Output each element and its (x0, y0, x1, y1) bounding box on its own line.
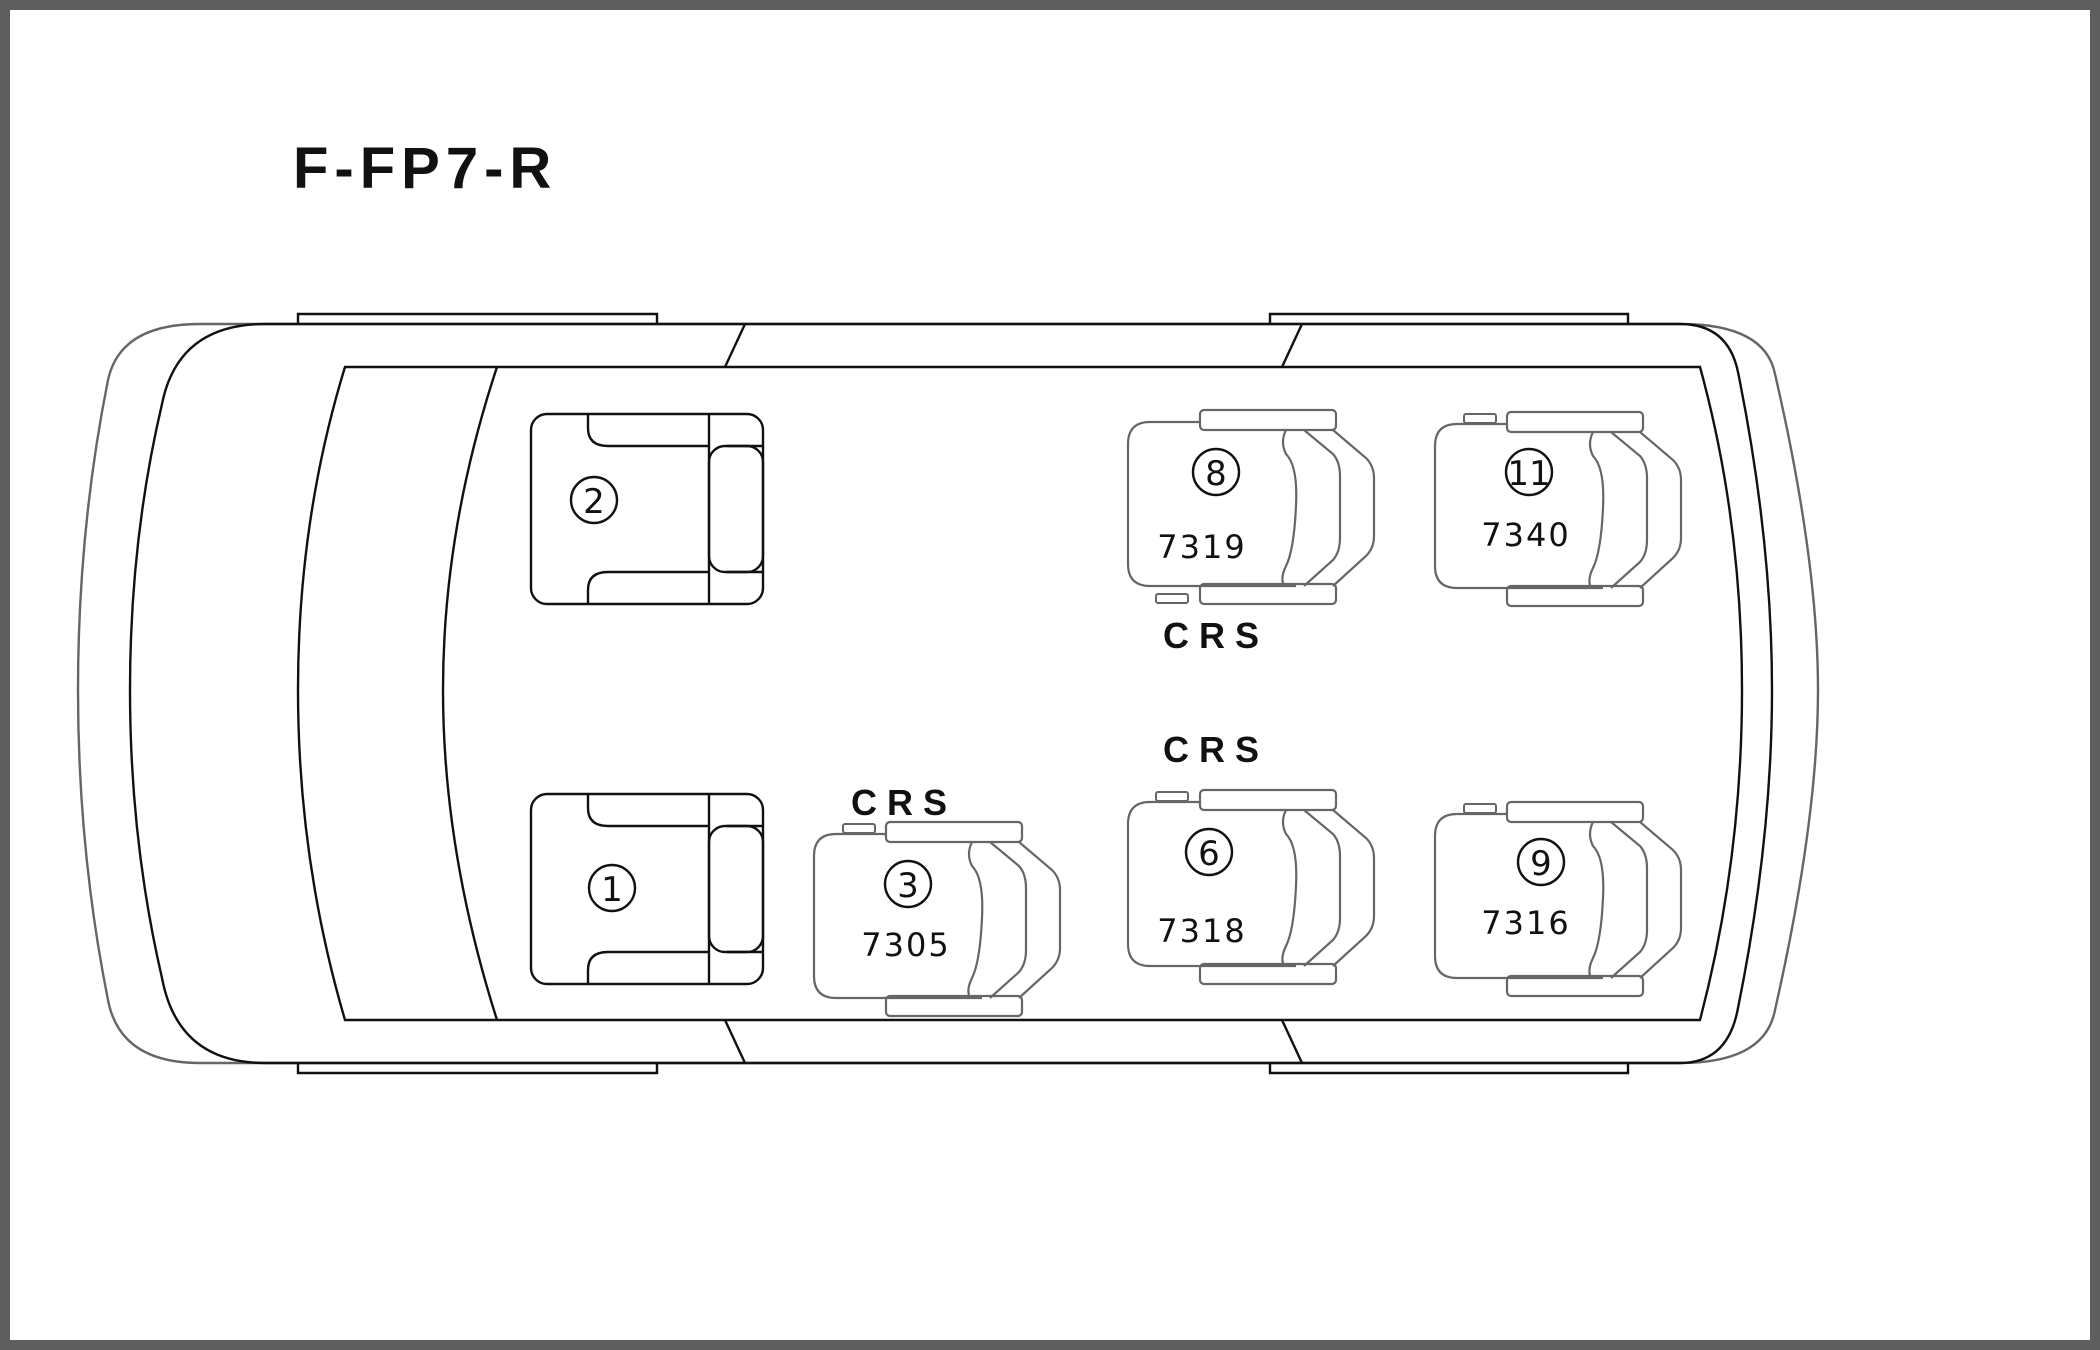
seat-number-circle (587, 863, 637, 913)
seat-number: 6 (1198, 834, 1220, 874)
seat-number-circle (1504, 447, 1554, 497)
seat-number: 1 (601, 870, 623, 910)
crs-label: CRS (851, 782, 957, 823)
driver-seat: 2 (529, 412, 765, 606)
seat-code: 7319 (1157, 528, 1246, 566)
door-seams (723, 323, 1304, 1064)
crs-label: CRS (1163, 615, 1269, 656)
dashboard-line (441, 366, 499, 1021)
seat-number-circle (1184, 827, 1234, 877)
passenger-seat-11: 11 7340 (1433, 410, 1683, 608)
front-left-step (296, 312, 659, 324)
passenger-seat-8: 8 7319 (1126, 408, 1376, 606)
seat-number-circle (1516, 837, 1566, 887)
seat-number: 3 (897, 866, 919, 906)
seat-code: 7318 (1157, 912, 1246, 950)
front-passenger-seat: 1 (529, 792, 765, 986)
passenger-seat-6: 6 7318 (1126, 788, 1376, 986)
seat-number: 8 (1205, 454, 1227, 494)
passenger-seat-3: 3 7305 (812, 820, 1062, 1018)
seat-code: 7305 (861, 926, 950, 964)
interior-floor (296, 365, 1744, 1022)
seat-number-circle (1191, 447, 1241, 497)
seat-number: 2 (583, 482, 605, 522)
seat-number-circle (883, 859, 933, 909)
rear-right-step (1268, 1063, 1630, 1075)
seat-code: 7316 (1481, 904, 1570, 942)
passenger-seat-9: 9 7316 (1433, 800, 1683, 998)
seat-code: 7340 (1481, 516, 1570, 554)
vehicle-body (76, 312, 1820, 1075)
front-right-step (296, 1063, 659, 1075)
body-inner-outline (128, 322, 1774, 1065)
diagram-title: F-FP7-R (293, 136, 557, 201)
rear-left-step (1268, 312, 1630, 324)
crs-label: CRS (1163, 729, 1269, 770)
seat-number-circle (569, 475, 619, 525)
seat-number: 11 (1507, 454, 1550, 494)
seat-number: 9 (1530, 844, 1552, 884)
